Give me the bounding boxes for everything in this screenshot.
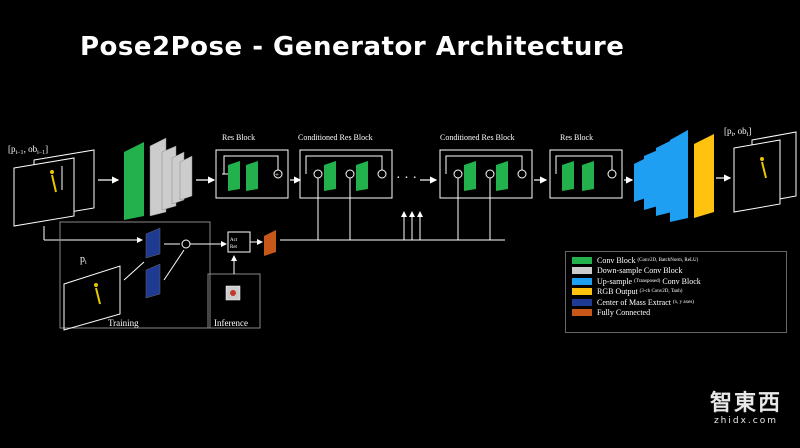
svg-text:Res Block: Res Block — [222, 133, 255, 142]
cond-res-block-2: Conditioned Res Block — [439, 133, 533, 199]
legend-item: Down-sample Conv Block — [572, 266, 780, 277]
cond-res-block-1: Conditioned Res Block — [298, 133, 393, 199]
svg-text:Training: Training — [108, 318, 139, 328]
inference-box: Inference — [207, 255, 261, 329]
svg-text:Res Block: Res Block — [560, 133, 593, 142]
svg-text:Act: Act — [230, 238, 238, 243]
svg-text:Ret: Ret — [230, 245, 238, 250]
legend-item: Fully Connected — [572, 308, 780, 319]
legend-item: RGB Output(3-ch Conv2D, Tanh) — [572, 287, 780, 298]
svg-text:Inference: Inference — [214, 318, 248, 328]
res-block-1: Res Block + — [215, 133, 289, 199]
legend-item: Up-sample(Transposed)Conv Block — [572, 276, 780, 287]
legend-item: Conv Block(Conv2D, BatchNorm, ReLU) — [572, 255, 780, 266]
svg-text:Conditioned Res Block: Conditioned Res Block — [298, 133, 373, 142]
selector-box: Act Ret — [227, 231, 251, 253]
upsample-blocks — [634, 130, 688, 222]
rgb-output-block — [694, 134, 714, 218]
watermark-logo: 智東西 zhidx.com — [709, 391, 782, 427]
condition-lines — [43, 178, 505, 243]
res-block-2: Res Block — [549, 133, 623, 199]
output-label: [pi, obi] — [724, 126, 751, 138]
fully-connected-block — [264, 230, 276, 256]
legend-item: Center of Mass Extract(x, y axes) — [572, 297, 780, 308]
input-label: [pi−1, obi−1] — [8, 144, 48, 156]
pose-label: pi — [80, 254, 87, 266]
encoder-conv-block — [124, 142, 144, 220]
downsample-blocks — [149, 137, 193, 217]
svg-text:· · ·: · · · — [396, 171, 417, 186]
svg-text:Conditioned Res Block: Conditioned Res Block — [440, 133, 515, 142]
input-frame — [13, 149, 95, 227]
training-box: pi Training — [59, 221, 211, 331]
svg-text:+: + — [275, 171, 279, 179]
page-title: Pose2Pose - Generator Architecture — [80, 32, 625, 62]
output-frame — [733, 131, 797, 213]
legend: Conv Block(Conv2D, BatchNorm, ReLU) Down… — [565, 251, 787, 333]
